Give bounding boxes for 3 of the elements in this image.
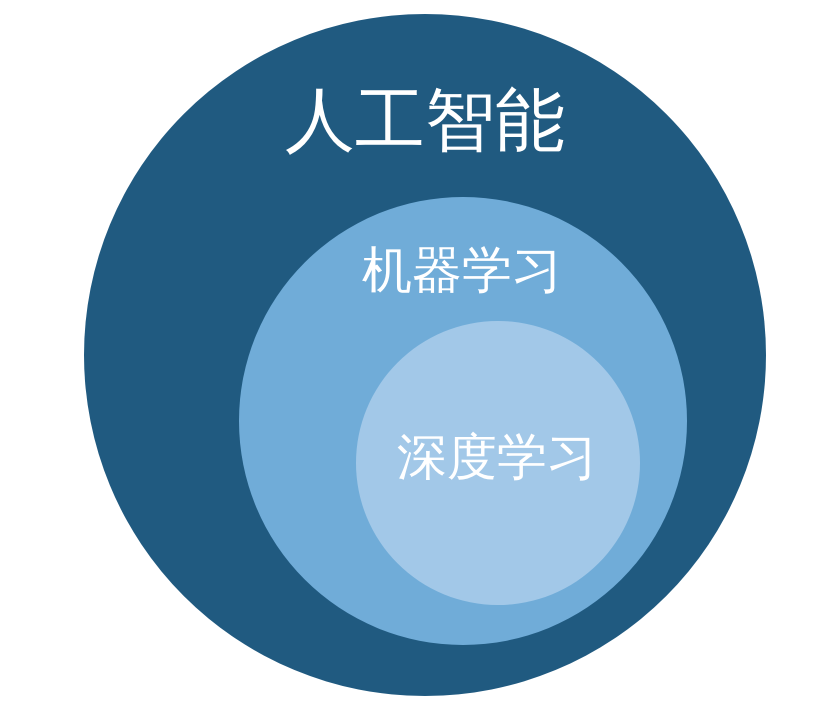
circle-label: 机器学习	[362, 245, 562, 295]
circle-label: 深度学习	[397, 432, 597, 482]
circle-label: 人工智能	[285, 85, 565, 155]
